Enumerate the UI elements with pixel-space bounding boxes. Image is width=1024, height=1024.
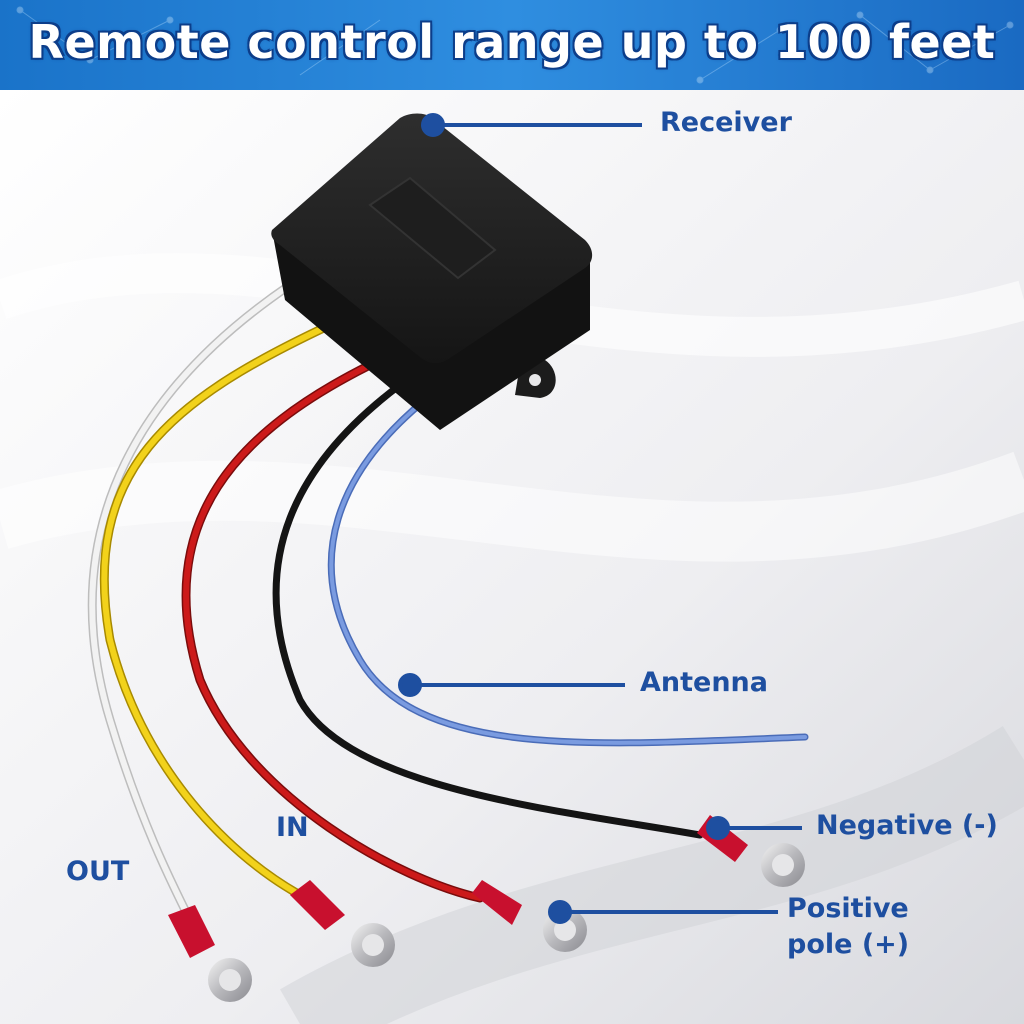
background-swoosh	[0, 451, 1024, 562]
ring-terminal-in	[290, 880, 395, 967]
negative-label: Negative (-)	[816, 810, 998, 841]
receiver-callout-dot	[421, 113, 445, 137]
wire-blue-antenna	[329, 398, 807, 745]
wire-yellow	[101, 322, 333, 898]
wire-black	[272, 381, 704, 839]
positive-callout-dot	[548, 900, 572, 924]
wire-white	[89, 282, 293, 923]
background-swoosh	[280, 726, 1024, 1024]
mounting-hole	[529, 374, 541, 386]
in-label: IN	[276, 812, 309, 843]
banner: Remote control range up to 100 feet	[0, 0, 1024, 90]
out-label: OUT	[66, 856, 130, 887]
ring-terminal-out	[168, 905, 252, 1002]
antenna-callout-dot	[398, 673, 422, 697]
network-pattern	[16, 6, 1014, 84]
wire-red	[182, 362, 483, 901]
negative-callout-dot	[706, 816, 730, 840]
product-illustration	[0, 90, 1024, 1024]
banner-title: Remote control range up to 100 feet	[28, 15, 996, 69]
receiver-label: Receiver	[660, 107, 792, 138]
positive-label-line1: Positive	[787, 893, 909, 924]
receiver-box	[271, 113, 593, 430]
antenna-label: Antenna	[640, 667, 768, 698]
positive-label-line2: pole (+)	[787, 929, 910, 960]
